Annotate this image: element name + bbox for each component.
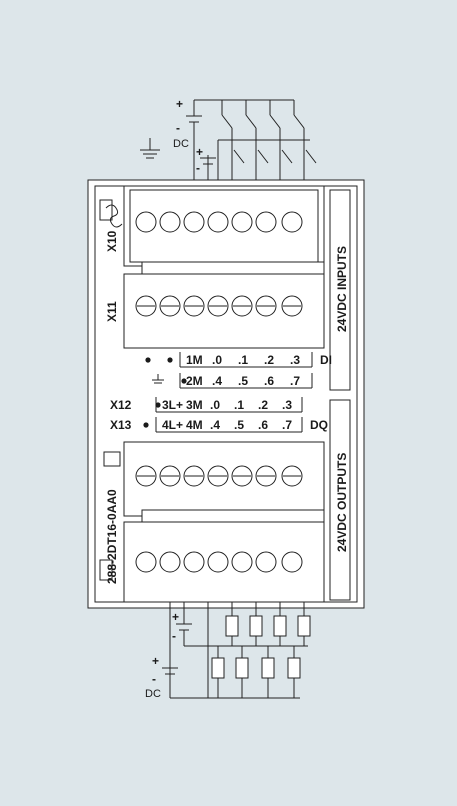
terminal-screw (281, 551, 303, 573)
supply-bottom-a-plus: + (172, 610, 179, 624)
terminal-label: 3M (186, 398, 203, 412)
terminal-screw (159, 211, 181, 233)
terminal-label: .4 (212, 374, 222, 388)
terminal-screw (231, 211, 253, 233)
module-body (87, 179, 365, 609)
module-x11-label: X11 (105, 301, 119, 322)
supply-bottom-b-plus: + (152, 654, 159, 668)
supply-bottom-a-minus: - (172, 629, 176, 643)
output-wiring (162, 602, 311, 699)
terminal-screw (135, 551, 157, 573)
terminal-screw (255, 551, 277, 573)
terminal-label: 4L+ (162, 418, 183, 432)
module-x10-label: X10 (105, 230, 119, 252)
supply-mid-minus: - (196, 161, 200, 175)
terminal-label: 2M (186, 374, 203, 388)
terminal-label: 1M (186, 353, 203, 367)
supply-bottom-b-dc: DC (145, 688, 161, 700)
terminal-label: .2 (264, 353, 274, 367)
terminal-screw (281, 211, 303, 233)
terminal-screw (207, 551, 229, 573)
inputs-label: 24VDC INPUTS (335, 246, 349, 332)
terminal-label: .6 (258, 418, 268, 432)
terminal-label: .7 (282, 418, 292, 432)
terminal-label: .0 (212, 353, 222, 367)
module-x13-label: X13 (110, 418, 132, 432)
terminal-screw (183, 211, 205, 233)
qr-code-icon (103, 451, 121, 467)
input-row-tag: DI (320, 353, 332, 367)
terminal-label: .7 (290, 374, 300, 388)
supply-top-minus: - (176, 121, 180, 135)
terminal-label: .5 (234, 418, 244, 432)
part-number-label: 288-2DT16-0AA0 (105, 489, 119, 584)
output-row-tag: DQ (310, 418, 328, 432)
terminal-screw (135, 211, 157, 233)
terminal-label: .4 (210, 418, 220, 432)
terminal-label: .1 (234, 398, 244, 412)
status-dot (167, 357, 173, 363)
siemens-logo-icon (105, 204, 123, 228)
terminal-screw (159, 551, 181, 573)
status-dot (143, 422, 149, 428)
terminal-screw (255, 211, 277, 233)
terminal-screw (231, 551, 253, 573)
terminal-label: .3 (290, 353, 300, 367)
status-dot (145, 357, 151, 363)
terminal-label: .2 (258, 398, 268, 412)
terminal-label: 3L+ (162, 398, 183, 412)
supply-bottom-b-minus: - (152, 672, 156, 686)
terminal-label: .6 (264, 374, 274, 388)
supply-top-dc: DC (173, 138, 189, 150)
module-x12-label: X12 (110, 398, 132, 412)
terminal-label: .5 (238, 374, 248, 388)
terminal-label: .3 (282, 398, 292, 412)
outputs-label: 24VDC OUTPUTS (335, 453, 349, 552)
status-dot (181, 378, 187, 384)
status-dot (155, 402, 161, 408)
terminal-screw (207, 211, 229, 233)
supply-mid-plus: + (196, 145, 203, 159)
terminal-label: .0 (210, 398, 220, 412)
terminal-screw (183, 551, 205, 573)
terminal-circles (135, 211, 303, 573)
terminal-label: .1 (238, 353, 248, 367)
terminal-label: 4M (186, 418, 203, 432)
terminal-rows: 1M .0 .1 .2 .3 DI 2M .4 .5 .6 .7 3L+3M .0 .1 .2 .3 4L+4M… (143, 352, 332, 433)
supply-top-plus: + (176, 97, 183, 111)
